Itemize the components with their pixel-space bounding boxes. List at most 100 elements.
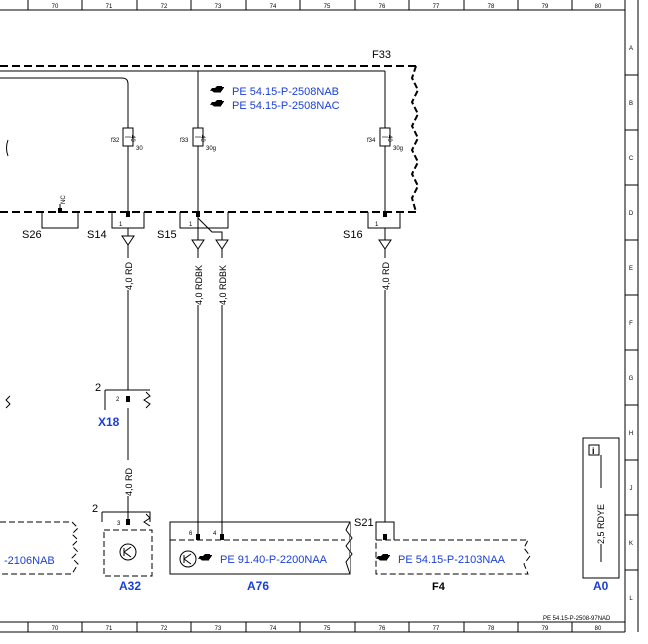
internal-bus [0,70,386,128]
splice-s16: 1 S16 [343,211,401,241]
row-label-a: A [629,46,633,52]
fuse-f33-value: 40 [199,135,205,142]
connector-x18-pin: 2 [116,397,120,403]
column-label-72-bottom: 72 [161,626,168,632]
fuse-f32-rating: 30 [136,146,143,152]
fuse-f32-id: f32 [111,138,120,144]
wire-label-x18-a32: 4,0 RD [124,467,134,496]
splice-arrows [121,217,392,250]
row-label-j: J [630,486,633,492]
column-label-79: 79 [542,4,549,10]
splice-s26-tag: NC [61,195,67,204]
column-ticks [27,0,573,632]
footer-ref: PE 54.15-P-2508-97NAD [543,616,611,622]
row-label-l: L [629,596,633,602]
fuse-block-ref-1[interactable]: PE 54.15-P-2508NAB [210,86,339,98]
fuse-block-outline [0,65,420,213]
row-ticks [625,74,638,571]
row-label-b: B [629,101,633,107]
connector-x18-label[interactable]: X18 [98,415,120,429]
fuse-f33-id: f33 [180,138,189,144]
splice-s15: 1 S15 [157,211,229,241]
row-label-e: E [629,266,633,272]
component-a32-pin: 3 [117,521,121,527]
column-label-74-bottom: 74 [270,626,277,632]
splice-s16-pin: 1 [375,222,379,228]
column-label-72: 72 [161,4,168,10]
row-label-d: D [629,211,634,217]
splice-s14: 1 S14 [87,211,145,241]
component-a32: 2 3 A32 [92,503,153,593]
wire-label-s15-b: 4,0 RDBK [218,265,228,305]
wire-label-s14: 4,0 RD [124,261,134,290]
wire-label-s16: 4,0 RD [381,261,391,290]
row-label-g: G [629,376,634,382]
column-label-71: 71 [106,4,113,10]
component-a76-pin-6: 6 [189,531,193,537]
component-a0-wire-label: 2,5 RDYE [596,504,606,544]
column-label-78: 78 [488,4,495,10]
grid-frame [0,0,639,633]
fuse-block-ref-2[interactable]: PE 54.15-P-2508NAC [210,100,340,112]
column-label-77-bottom: 77 [433,626,440,632]
row-label-h: H [629,431,633,437]
component-a76-pin-4: 4 [213,531,217,537]
column-label-80-bottom: 80 [595,626,602,632]
row-label-c: C [629,156,634,162]
column-label-76: 76 [379,4,386,10]
vertical-wires [127,245,386,534]
column-label-79-bottom: 79 [542,626,549,632]
left-zigzag [5,395,11,409]
column-label-75: 75 [324,4,331,10]
component-a32-label[interactable]: A32 [119,579,141,593]
row-label-f: F [629,321,633,327]
splice-s26: NC S26 [22,195,79,241]
connector-x18: 2 2 X18 [95,382,151,429]
fuse-block-title: F33 [372,49,391,61]
column-label-73-bottom: 73 [215,626,222,632]
column-label-77: 77 [433,4,440,10]
column-label-80: 80 [595,4,602,10]
fuse-f34-rating: 30g [393,146,403,152]
column-label-78-bottom: 78 [488,626,495,632]
component-a76-label[interactable]: A76 [247,579,269,593]
component-f4-label: F4 [432,581,446,593]
fuse-output-wires [127,146,386,212]
row-label-k: K [629,541,633,547]
wire-label-s15-a: 4,0 RDBK [194,265,204,305]
splice-s15-pin: 1 [189,222,193,228]
connector-x18-num: 2 [95,382,101,394]
splice-s14-pin: 1 [119,222,123,228]
component-left-ref-text: -2106NAB [4,555,55,567]
component-a76-ref[interactable]: PE 91.40-P-2200NAA [198,554,328,566]
component-a76: 6 4 PE 91.40-P-2200NAA A76 [169,521,353,593]
info-icon: i [592,446,595,456]
fuse-f32: 40 f32 30 [111,127,143,152]
fuse-f33-rating: 30g [206,146,216,152]
component-left-ref[interactable]: -2106NAB [0,521,79,575]
splice-s21-label: S21 [354,517,374,529]
fuse-f32-value: 40 [129,135,135,142]
column-label-70: 70 [52,4,59,10]
component-a0-label[interactable]: A0 [593,579,609,593]
component-f4-ref-text: PE 54.15-P-2103NAA [398,554,506,566]
column-label-76-bottom: 76 [379,626,386,632]
left-stub [6,139,9,157]
component-f4-ref[interactable]: PE 54.15-P-2103NAA [376,554,506,566]
splice-s16-label: S16 [343,229,363,241]
splice-s26-label: S26 [22,229,42,241]
splice-s14-label: S14 [87,229,107,241]
component-a0: i 2,5 RDYE A0 [582,437,620,593]
fuse-f34-id: f34 [367,138,376,144]
fuse-block-ref-2-text: PE 54.15-P-2508NAC [232,100,340,112]
component-f4: S21 PE 54.15-P-2103NAA F4 [354,517,531,593]
component-a76-ref-text: PE 91.40-P-2200NAA [220,554,328,566]
column-label-71-bottom: 71 [106,626,113,632]
fuse-f34-value: 40 [386,135,392,142]
splice-s15-label: S15 [157,229,177,241]
column-label-75-bottom: 75 [324,626,331,632]
column-label-74: 74 [270,4,277,10]
component-a32-num: 2 [92,503,98,515]
column-label-70-bottom: 70 [52,626,59,632]
